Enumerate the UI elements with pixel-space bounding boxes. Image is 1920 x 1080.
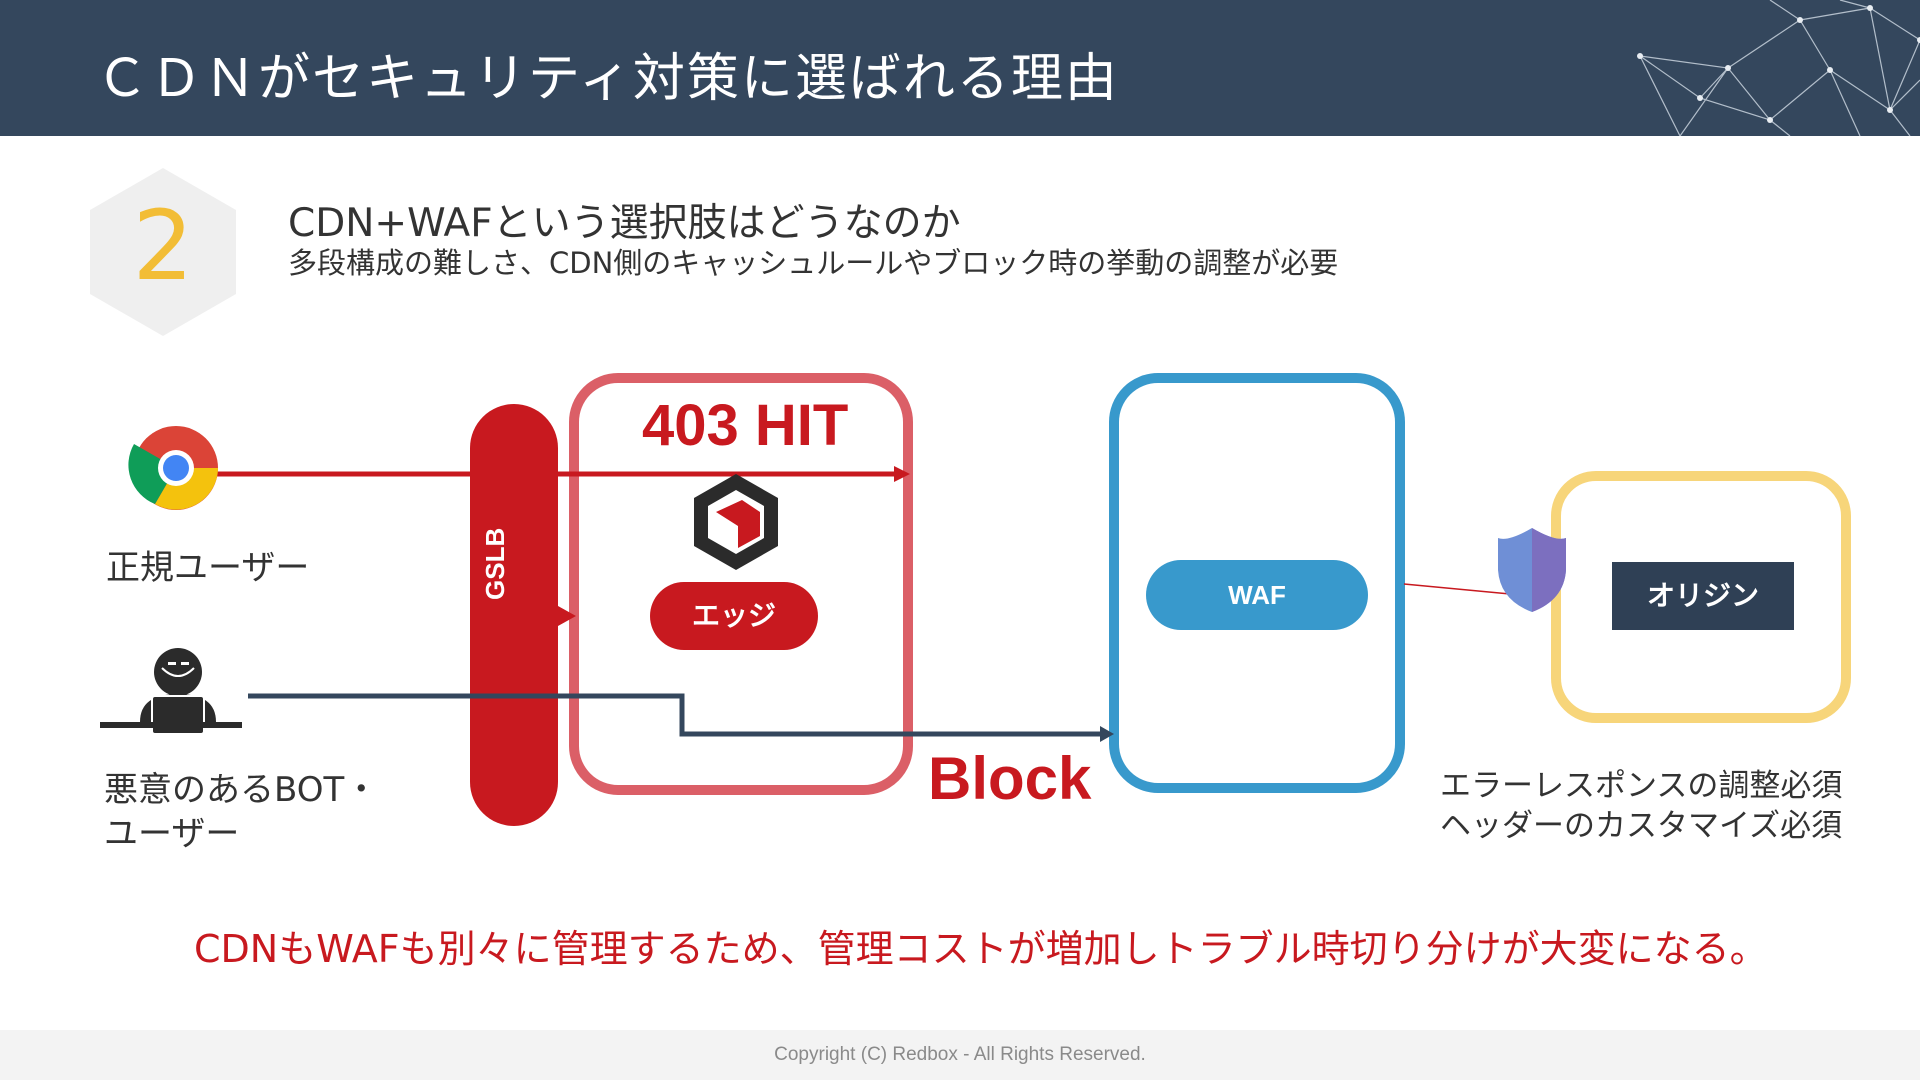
bot-arrow-head [1100,726,1114,742]
section-subtitle: 多段構成の難しさ、CDN側のキャッシュルールやブロック時の挙動の調整が必要 [288,246,1339,280]
bot-user-label: 悪意のあるBOT・ ユーザー [104,768,378,856]
gslb-label: GSLB [480,527,510,600]
shield-icon [1498,528,1566,612]
gslb-pillar [470,404,558,826]
hexagon-badge-icon [90,168,236,336]
cache-hit-label: 403 HIT [642,393,849,458]
section-title: CDN+WAFという選択肢はどうなのか [288,201,961,246]
conclusion-text: CDNもWAFも別々に管理するため、管理コストが増加しトラブル時切り分けが大変に… [194,927,1768,971]
cdn-logo-icon [694,474,778,570]
cdn-box [569,373,913,795]
step-number: 2 [132,190,194,302]
legit-user-label: 正規ユーザー [106,548,310,588]
header-bar: ＣＤＮがセキュリティ対策に選ばれる理由 [0,0,1920,136]
origin-outer-box [1551,471,1851,723]
waf-box [1109,373,1405,793]
waf-node: WAF [1146,560,1368,630]
user-arrow-head [894,466,910,482]
network-decoration-icon [1637,0,1920,136]
bot-label-line1: 悪意のあるBOT・ [104,770,379,810]
page-title: ＣＤＮがセキュリティ対策に選ばれる理由 [96,49,1119,109]
note-line1: エラーレスポンスの調整必須 [1440,768,1843,804]
gslb-pointer [558,606,576,626]
note-line2: ヘッダーのカスタマイズ必須 [1440,808,1843,844]
bot-request-path [248,693,1100,737]
hacker-bot-icon [100,648,242,735]
copyright-text: Copyright (C) Redbox - All Rights Reserv… [774,1044,1146,1065]
edge-node: エッジ [650,582,818,650]
footer-bar [0,1030,1920,1080]
waf-origin-link [1403,583,1511,595]
chrome-browser-icon [128,426,218,510]
requirement-note: エラーレスポンスの調整必須 ヘッダーのカスタマイズ必須 [1440,766,1842,846]
block-label: Block [928,745,1092,812]
bot-label-line2: ユーザー [104,814,240,854]
origin-node: オリジン [1612,562,1794,630]
